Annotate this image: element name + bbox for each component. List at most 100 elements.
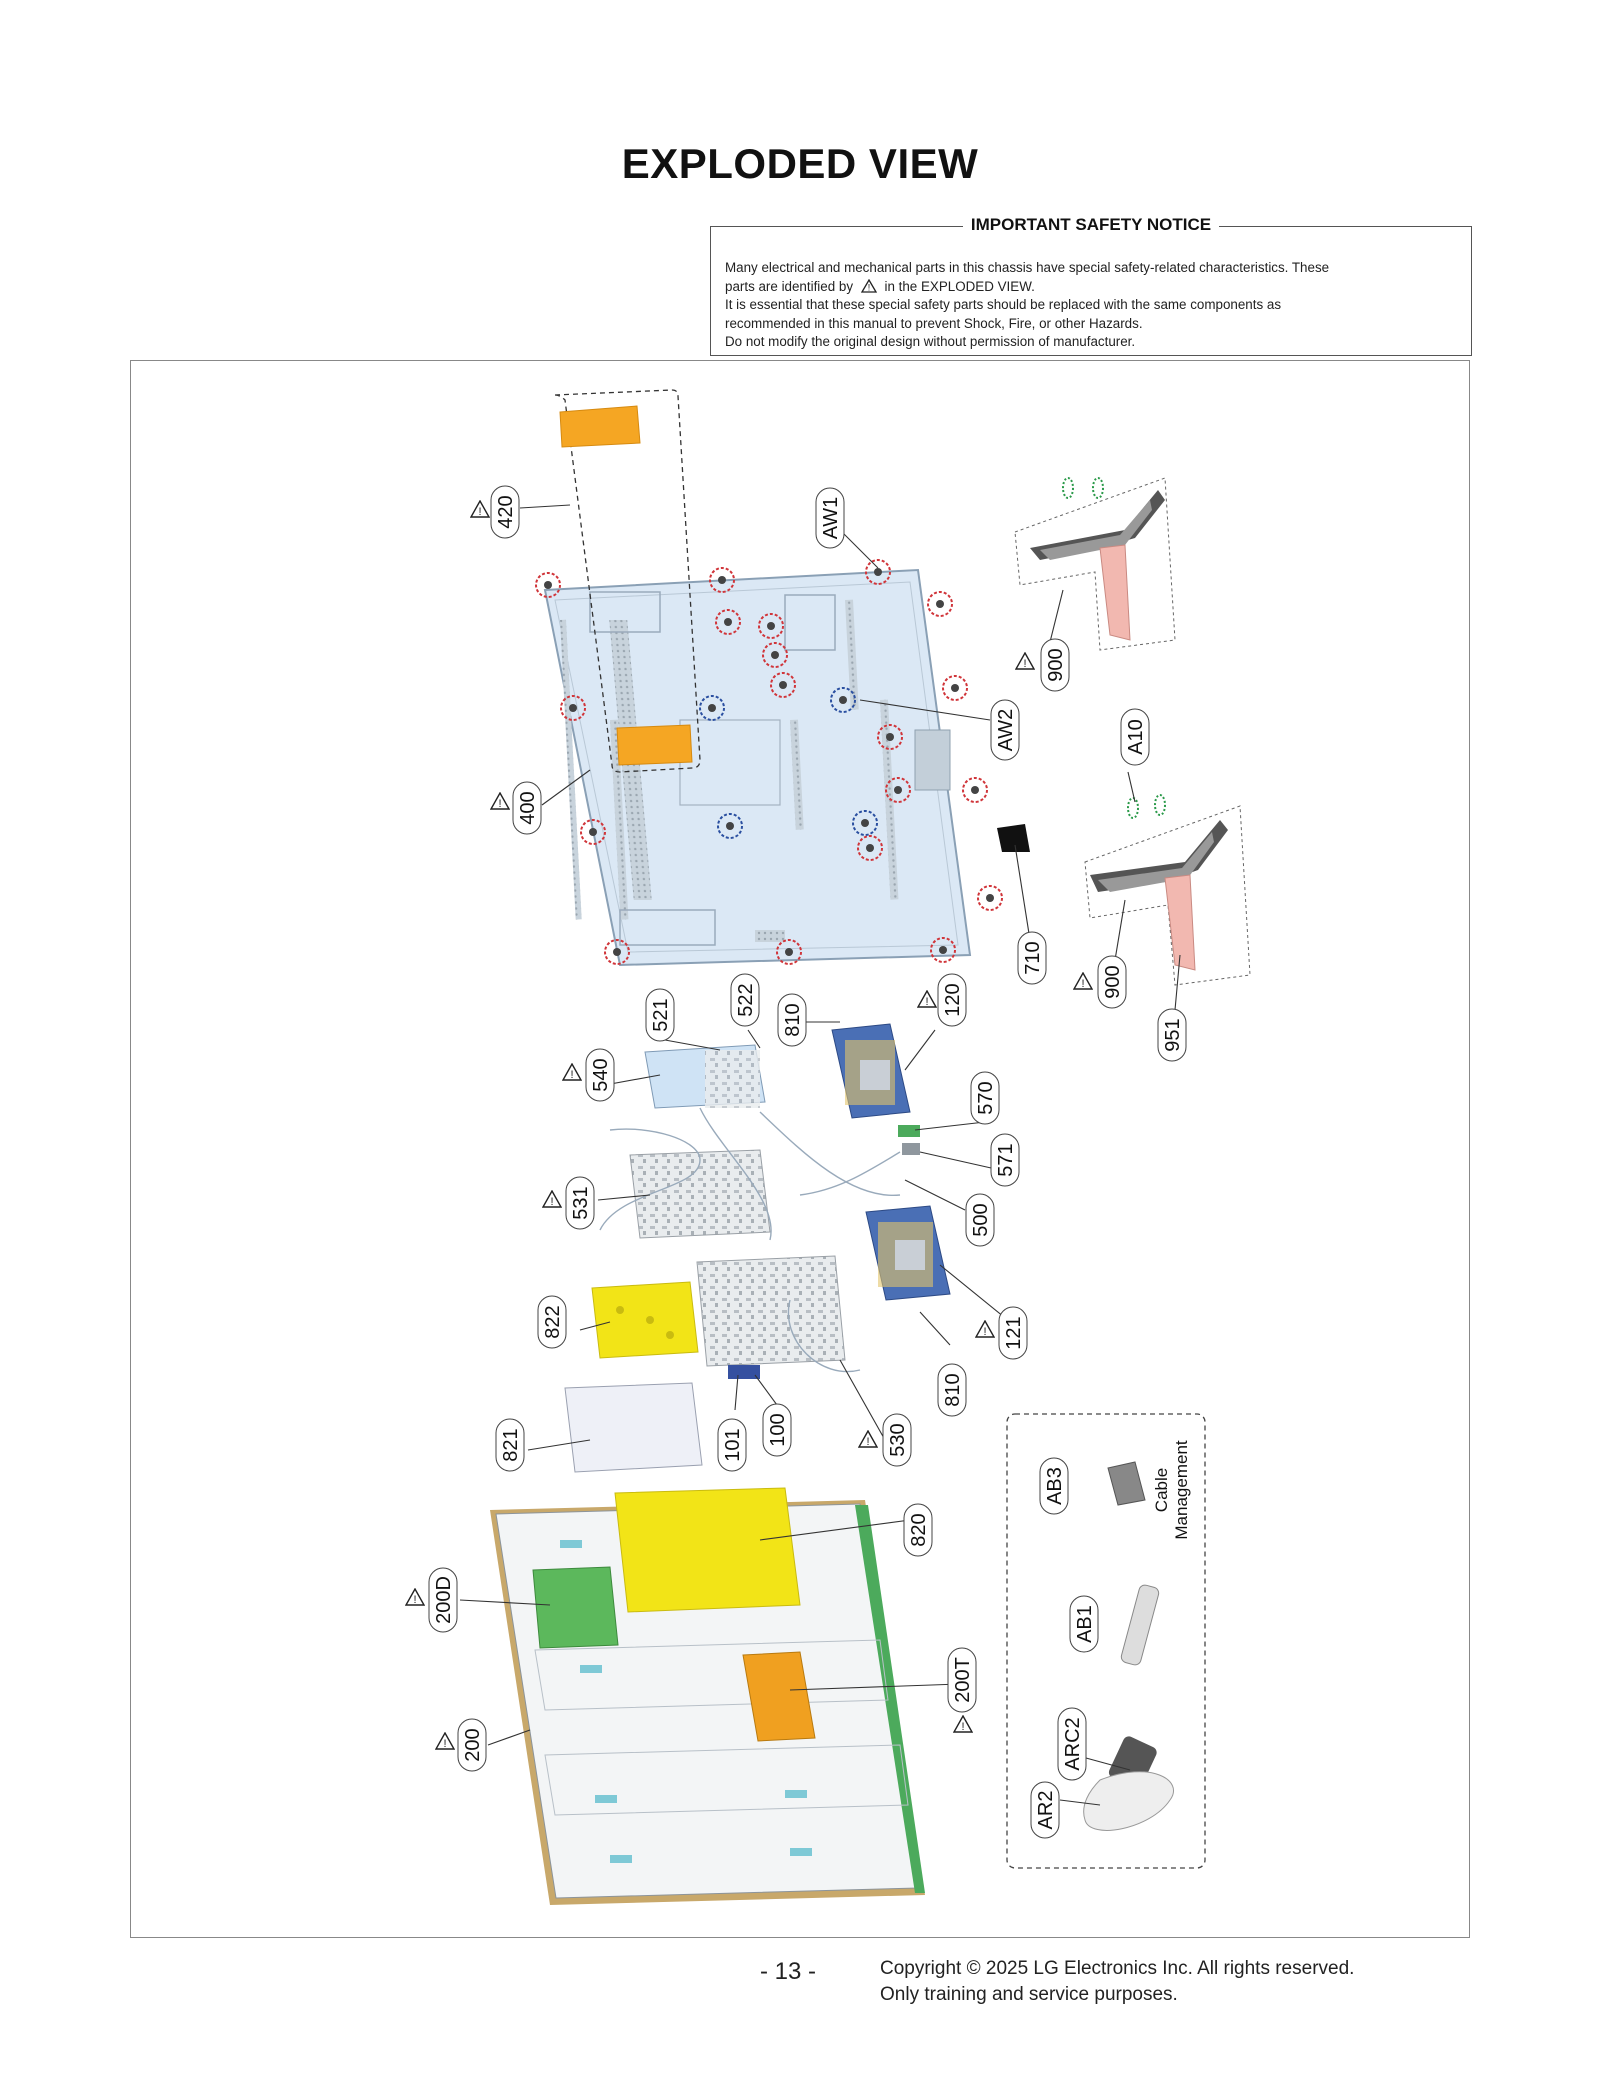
label-200T: 200T — [947, 1647, 977, 1713]
svg-text:810: 810 — [782, 1003, 804, 1036]
notice-line-4: recommended in this manual to prevent Sh… — [725, 315, 1143, 331]
label-900-upper: 900 — [1040, 638, 1070, 692]
label-400: 400 — [512, 781, 542, 835]
notice-line-1: Many electrical and mechanical parts in … — [725, 260, 1330, 275]
label-121: 121 — [998, 1306, 1028, 1360]
page-title: EXPLODED VIEW — [621, 140, 979, 187]
accessory-AB1-shape — [1120, 1584, 1160, 1666]
svg-text:710: 710 — [1022, 941, 1044, 974]
safety-notice-box: IMPORTANT SAFETY NOTICE Many electrical … — [710, 215, 1472, 356]
board-200D — [532, 1566, 619, 1649]
warning-icon-400 — [490, 792, 510, 810]
svg-text:810: 810 — [942, 1373, 964, 1406]
warning-icon-200D — [405, 1588, 425, 1606]
svg-text:900: 900 — [1102, 965, 1124, 998]
svg-text:ARC2: ARC2 — [1062, 1717, 1084, 1770]
board-530 — [696, 1255, 846, 1367]
stand-upper — [1014, 477, 1176, 651]
svg-text:AR2: AR2 — [1035, 1791, 1057, 1830]
label-810-upper: 810 — [777, 993, 807, 1047]
stand-lower — [1084, 794, 1251, 986]
label-820: 820 — [903, 1503, 933, 1557]
accessory-AB3-shape — [1107, 1461, 1146, 1506]
svg-text:121: 121 — [1003, 1316, 1025, 1349]
label-200D: 200D — [428, 1567, 458, 1633]
leader-lines — [459, 504, 1181, 1806]
notice-line-3: It is essential that these special safet… — [725, 297, 1282, 312]
board-121 — [865, 1205, 951, 1301]
label-530: 530 — [882, 1413, 912, 1467]
svg-text:571: 571 — [995, 1143, 1017, 1176]
svg-text:522: 522 — [735, 983, 757, 1016]
sheet-820 — [614, 1487, 801, 1613]
warning-icon-531 — [542, 1190, 562, 1208]
label-420: 420 — [490, 485, 520, 539]
part-labels: 420 400 AW1 AW2 900 A10 710 900 951 521 … — [428, 485, 1191, 1839]
label-AB3: AB3 — [1039, 1457, 1069, 1515]
screw-markers — [535, 559, 1003, 965]
board-200T — [742, 1651, 816, 1742]
label-AB1: AB1 — [1069, 1595, 1099, 1653]
part-570-571-small — [898, 1125, 920, 1155]
notice-line-5: Do not modify the original design withou… — [725, 334, 1136, 349]
svg-text:A10: A10 — [1125, 719, 1147, 755]
sheet-822 — [591, 1281, 699, 1359]
label-A10: A10 — [1120, 708, 1150, 766]
notice-line-2: parts are identified by ! in the EXPLODE… — [725, 278, 1035, 294]
svg-text:822: 822 — [542, 1305, 564, 1338]
board-531 — [629, 1149, 771, 1239]
label-AR2: AR2 — [1030, 1781, 1060, 1839]
sheet-821 — [564, 1382, 703, 1473]
svg-text:AB3: AB3 — [1044, 1467, 1066, 1505]
label-200: 200 — [457, 1718, 487, 1772]
svg-text:200: 200 — [462, 1728, 484, 1761]
label-120: 120 — [937, 973, 967, 1027]
warning-icon-200T — [953, 1715, 973, 1733]
svg-text:200T: 200T — [952, 1657, 974, 1703]
svg-text:420: 420 — [495, 495, 517, 528]
copyright-line: Copyright © 2025 LG Electronics Inc. All… — [880, 1958, 1355, 1979]
board-120 — [831, 1023, 911, 1119]
label-500: 500 — [965, 1193, 995, 1247]
copyright-footer: Copyright © 2025 LG Electronics Inc. All… — [880, 1956, 1354, 2008]
label-521: 521 — [645, 988, 675, 1042]
label-ARC2: ARC2 — [1057, 1707, 1087, 1781]
label-822: 822 — [537, 1295, 567, 1349]
svg-text:200D: 200D — [433, 1576, 455, 1624]
svg-text:951: 951 — [1162, 1018, 1184, 1051]
accessory-remote-shape — [1083, 1736, 1174, 1831]
purpose-line: Only training and service purposes. — [880, 1984, 1178, 2005]
warning-icon-900-lower — [1073, 972, 1093, 990]
label-821: 821 — [495, 1418, 525, 1472]
svg-text:Management: Management — [1172, 1440, 1191, 1540]
label-810-lower: 810 — [937, 1363, 967, 1417]
svg-text:820: 820 — [908, 1513, 930, 1546]
safety-notice-text: Many electrical and mechanical parts in … — [725, 259, 1457, 352]
cable-management-caption: Cable Management — [1152, 1440, 1191, 1540]
svg-text:530: 530 — [887, 1423, 909, 1456]
label-AW2: AW2 — [990, 699, 1020, 761]
label-101: 101 — [717, 1418, 747, 1472]
page-number: - 13 - — [760, 1958, 817, 1985]
warning-icon-200 — [435, 1732, 455, 1750]
label-AW1: AW1 — [815, 487, 845, 549]
svg-text:400: 400 — [517, 791, 539, 824]
svg-text:120: 120 — [942, 983, 964, 1016]
label-571: 571 — [990, 1133, 1020, 1187]
svg-text:570: 570 — [975, 1081, 997, 1114]
label-531: 531 — [565, 1176, 595, 1230]
svg-text:!: ! — [868, 282, 871, 292]
part-100-connector — [728, 1365, 760, 1379]
part-710-shape — [997, 824, 1030, 852]
label-pad-top — [559, 405, 641, 448]
svg-text:100: 100 — [767, 1413, 789, 1446]
svg-text:Cable: Cable — [1152, 1468, 1171, 1512]
warning-icon-540 — [562, 1063, 582, 1081]
label-951: 951 — [1157, 1008, 1187, 1062]
label-710: 710 — [1017, 931, 1047, 985]
back-cover — [543, 568, 972, 967]
label-100: 100 — [762, 1403, 792, 1457]
warning-triangle-icon: ! — [860, 278, 877, 293]
svg-text:101: 101 — [722, 1428, 744, 1461]
